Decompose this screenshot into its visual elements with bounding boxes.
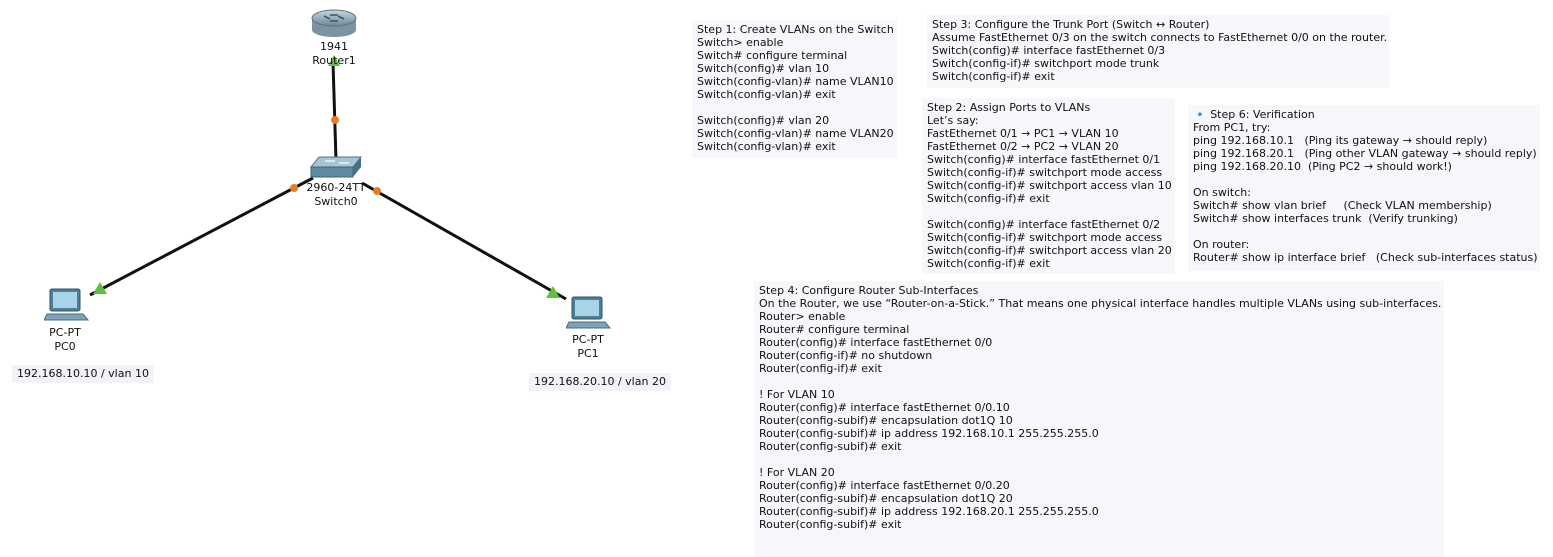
note-step6[interactable]: 🔹 Step 6: Verification From PC1, try: pi… xyxy=(1188,105,1540,271)
switch-label: 2960-24TT Switch0 xyxy=(295,181,377,209)
port-orange-router-switch-indicator xyxy=(331,116,339,124)
note-step4[interactable]: Step 4: Configure Router Sub-Interfaces … xyxy=(754,281,1444,557)
pc0-name: PC0 xyxy=(54,340,76,353)
router-label: 1941 Router1 xyxy=(300,40,368,68)
router-icon[interactable] xyxy=(310,6,358,40)
switch-icon[interactable] xyxy=(309,155,363,181)
port-orange-switch-pc1-indicator xyxy=(373,187,381,195)
pc0-ip-label[interactable]: 192.168.10.10 / vlan 10 xyxy=(12,365,154,383)
pc1-ip-label[interactable]: 192.168.20.10 / vlan 20 xyxy=(529,373,671,391)
cable-switch-pc0[interactable] xyxy=(89,176,314,297)
pc1-label: PC-PT PC1 xyxy=(557,333,619,361)
cable-router-switch[interactable] xyxy=(331,61,338,161)
pc1-icon[interactable] xyxy=(565,295,612,331)
switch-model: 2960-24TT xyxy=(306,181,366,194)
cable-switch-pc1[interactable] xyxy=(361,181,567,301)
pc1-name: PC1 xyxy=(577,347,599,360)
port-orange-switch-pc0-indicator xyxy=(290,184,298,192)
pc0-icon[interactable] xyxy=(43,287,90,323)
router-name: Router1 xyxy=(312,54,356,67)
switch-name: Switch0 xyxy=(314,195,358,208)
router-model: 1941 xyxy=(320,40,348,53)
port-up-pc1-indicator xyxy=(546,286,560,298)
note-step2[interactable]: Step 2: Assign Ports to VLANs Let’s say:… xyxy=(922,98,1175,274)
pc1-model: PC-PT xyxy=(572,333,604,346)
pc0-model: PC-PT xyxy=(49,326,81,339)
note-step3[interactable]: Step 3: Configure the Trunk Port (Switch… xyxy=(927,15,1389,88)
port-up-router-indicator xyxy=(328,55,340,66)
note-step1[interactable]: Step 1: Create VLANs on the Switch Switc… xyxy=(692,20,897,158)
pc0-label: PC-PT PC0 xyxy=(34,326,96,354)
port-up-pc0-indicator xyxy=(93,282,107,294)
